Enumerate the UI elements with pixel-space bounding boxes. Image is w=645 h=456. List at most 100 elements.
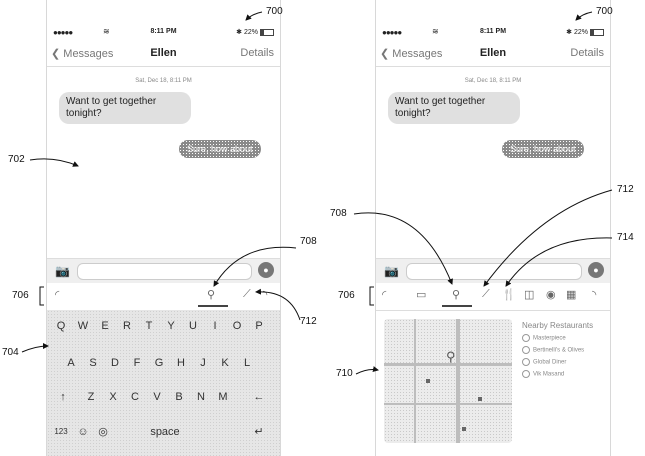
key[interactable]: I [213, 320, 217, 332]
leader-704 [21, 343, 49, 353]
key[interactable]: N [197, 391, 205, 403]
reference-700-left: 700 [266, 6, 283, 17]
location-pin-icon[interactable]: ⚲ [452, 289, 461, 301]
key[interactable]: K [221, 357, 229, 369]
key[interactable]: Z [87, 391, 95, 403]
wifi-icon: ≋ [432, 27, 439, 36]
strip-right-chevron-icon[interactable]: ◝ [263, 289, 268, 301]
key[interactable]: U [189, 320, 197, 332]
input-bar: 📷 ● [376, 258, 610, 283]
key[interactable]: Y [167, 320, 175, 332]
app-strip: ◜ ⚲ ⟋ ◝ [47, 284, 280, 308]
return-icon[interactable]: ↵ [254, 426, 264, 438]
key[interactable]: S [89, 357, 97, 369]
conversation-title: Ellen [479, 47, 507, 59]
restaurant-icon [522, 346, 530, 354]
map-marker[interactable] [462, 427, 466, 431]
outgoing-message: Sure, how about [502, 140, 584, 158]
backspace-icon[interactable]: ← [253, 391, 265, 403]
outgoing-message: Sure, how about [179, 140, 261, 158]
strip-left-chevron-icon[interactable]: ◜ [55, 289, 60, 301]
key[interactable]: B [175, 391, 183, 403]
ticket-app-icon[interactable]: ◫ [524, 289, 535, 301]
key[interactable]: W [77, 320, 89, 332]
key[interactable]: J [200, 357, 206, 369]
key[interactable]: D [111, 357, 119, 369]
nav-bar: ❮ Messages Ellen Details [47, 42, 280, 67]
grid-app-icon[interactable]: ▦ [566, 289, 577, 301]
map-marker[interactable] [478, 397, 482, 401]
key[interactable]: M [218, 391, 228, 403]
key[interactable]: E [101, 320, 109, 332]
globe-icon[interactable]: ◎ [98, 426, 108, 438]
chevron-left-icon: ❮ [380, 48, 390, 60]
bracket-706-left [39, 286, 44, 306]
battery-percent: 22% [243, 29, 258, 36]
key[interactable]: Q [56, 320, 66, 332]
list-item[interactable]: Bertinelli's & Olives [522, 346, 593, 354]
key[interactable]: L [243, 357, 251, 369]
selected-indicator [198, 305, 228, 307]
strip-left-chevron-icon[interactable]: ◜ [382, 289, 387, 301]
battery-indicator: ✱ 22% [236, 28, 274, 36]
music-app-icon[interactable]: ◉ [546, 289, 556, 301]
key[interactable]: F [133, 357, 141, 369]
back-button[interactable]: ❮ Messages [51, 47, 113, 60]
numbers-key[interactable]: 123 [54, 427, 68, 436]
status-time: 8:11 PM [479, 28, 507, 35]
details-button[interactable]: Details [570, 47, 604, 59]
back-button[interactable]: ❮ Messages [380, 47, 442, 60]
wifi-icon: ≋ [103, 27, 110, 36]
key[interactable]: G [154, 357, 164, 369]
emoji-icon[interactable]: ☺ [77, 426, 89, 438]
key[interactable]: O [232, 320, 242, 332]
message-input[interactable] [77, 263, 252, 280]
restaurant-app-icon[interactable]: 🍴 [502, 289, 516, 301]
key[interactable]: R [123, 320, 131, 332]
incoming-message: Want to get together tonight? [388, 92, 520, 124]
list-item[interactable]: Masterpiece [522, 334, 593, 342]
key[interactable]: H [177, 357, 185, 369]
message-timestamp: Sat, Dec 18, 8:11 PM [464, 78, 522, 84]
key[interactable]: A [67, 357, 75, 369]
link-app-icon[interactable]: ⟋ [482, 288, 490, 300]
incoming-message: Want to get together tonight? [59, 92, 191, 124]
battery-icon [590, 28, 604, 36]
map-road [414, 319, 416, 443]
list-item[interactable]: Global Diner [522, 358, 593, 366]
details-button[interactable]: Details [240, 47, 274, 59]
shift-icon[interactable]: ↑ [60, 391, 66, 403]
message-input[interactable] [406, 263, 582, 280]
input-bar: 📷 ● [47, 258, 280, 283]
map-road [384, 363, 512, 366]
camera-icon[interactable]: 📷 [55, 264, 70, 278]
key[interactable]: C [131, 391, 139, 403]
restaurant-icon [522, 370, 530, 378]
partial-app-icon[interactable]: ⟋ [243, 288, 251, 300]
back-label: Messages [63, 48, 114, 60]
microphone-icon[interactable]: ● [588, 262, 604, 278]
map-view[interactable]: ⚲ [384, 319, 512, 443]
key[interactable]: X [109, 391, 117, 403]
map-marker[interactable] [426, 379, 430, 383]
signal-icon: ●●●●● [53, 28, 73, 37]
restaurant-icon [522, 358, 530, 366]
list-item[interactable]: Vik Masand [522, 370, 593, 378]
camera-icon[interactable]: 📷 [384, 264, 399, 278]
map-pin-icon[interactable]: ⚲ [446, 349, 456, 364]
reference-712-left: 712 [300, 316, 317, 327]
keyboard: Q W E R T Y U I O P A S D F G H J K L ↑ … [47, 310, 280, 456]
key[interactable]: V [153, 391, 161, 403]
microphone-icon[interactable]: ● [258, 262, 274, 278]
app-strip: ◜ ▭ ⚲ ⟋ 🍴 ◫ ◉ ▦ ◝ [376, 284, 610, 308]
status-bar: ●●●●● ≋ 8:11 PM ✱ 22% [376, 27, 610, 40]
location-pin-icon[interactable]: ⚲ [207, 289, 216, 301]
sticker-app-icon[interactable]: ▭ [416, 289, 427, 301]
reference-710: 710 [336, 368, 353, 379]
space-key[interactable]: space [150, 426, 180, 438]
location-app-panel: ⚲ Nearby Restaurants Masterpiece Bertine… [376, 310, 610, 456]
key[interactable]: T [145, 320, 153, 332]
nearby-header: Nearby Restaurants [522, 321, 594, 330]
strip-right-chevron-icon[interactable]: ◝ [592, 289, 597, 301]
key[interactable]: P [255, 320, 263, 332]
